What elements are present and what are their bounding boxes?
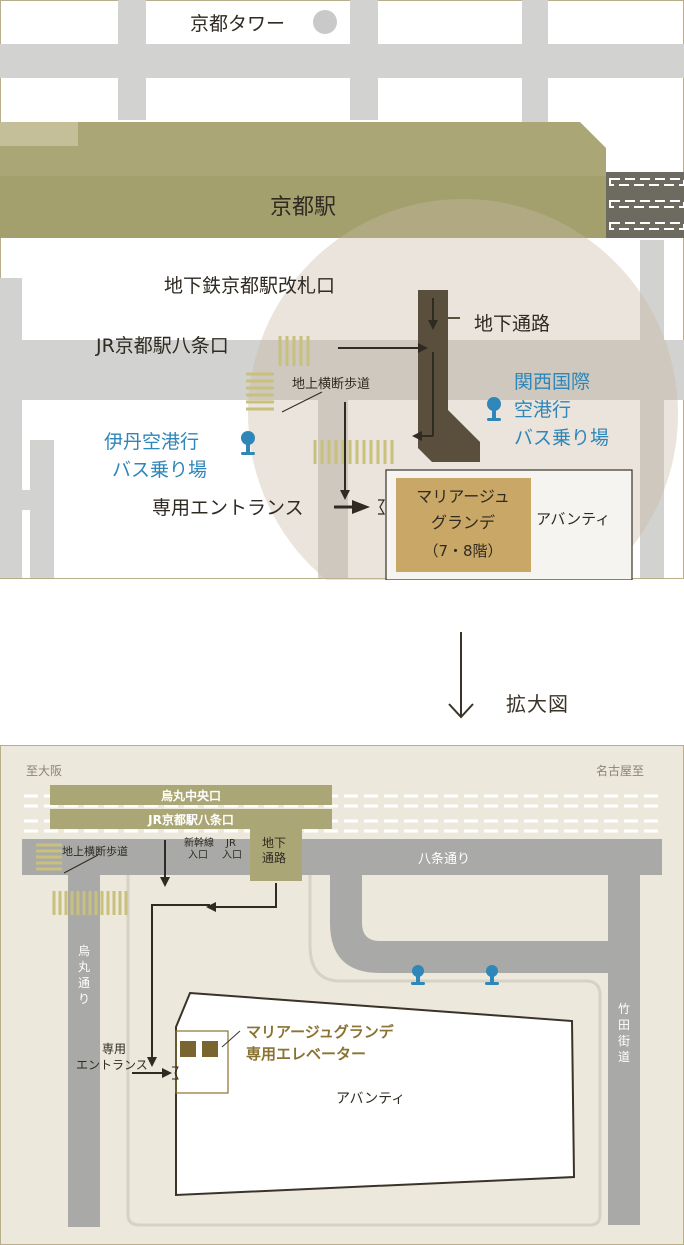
kyoto-station-label: 京都駅 <box>270 195 336 220</box>
takeda-street-label: 竹田街道 <box>618 1002 630 1064</box>
roads <box>22 839 662 1227</box>
sidewalk <box>126 875 602 1227</box>
to-nagoya-label: 名古屋至 <box>596 763 644 778</box>
route-arrows <box>132 840 277 1074</box>
detail-map: 至大阪 名古屋至 烏丸中央口 JR京都駅八条口 地上横断歩道 新幹線 入口 JR… <box>0 745 684 1245</box>
private-entrance-label-1: 専用 <box>102 1042 126 1056</box>
kyoto-tower-icon <box>313 10 337 34</box>
venue-label-1: マリアージュ <box>416 487 510 506</box>
shinkansen-entrance-label-1: 新幹線 <box>184 836 214 849</box>
to-osaka-label: 至大阪 <box>26 764 62 778</box>
jr-hachijo-exit-label: JR京都駅八条口 <box>147 812 234 827</box>
venue-label-3: （7・8階） <box>423 542 502 560</box>
elevator-label-2: 専用エレベーター <box>246 1045 366 1063</box>
elevator-box <box>175 1030 229 1094</box>
crosswalk-label: 地上横断歩道 <box>292 377 370 392</box>
private-entrance-label: 専用エントランス <box>152 497 304 519</box>
route-arrows <box>338 298 434 494</box>
kyoto-station-building <box>0 122 78 146</box>
crosswalks <box>246 336 394 464</box>
underground-block <box>250 829 302 881</box>
karasuma-street-text: 烏丸通り <box>78 944 90 1006</box>
karasuma-exit-bar <box>50 785 332 805</box>
underground-passage-label: 地下通路 <box>474 313 550 335</box>
jr-entrance-label-2: 入口 <box>222 850 242 861</box>
avanti-building <box>175 991 576 1197</box>
zoom-label: 拡大図 <box>506 692 569 716</box>
jr-hachijo-bar <box>50 809 332 829</box>
private-entrance-label-2: エントランス <box>76 1058 148 1072</box>
takeda-street-text: 竹田街道 <box>618 1002 630 1064</box>
karasuma-exit-label: 烏丸中央口 <box>161 788 221 803</box>
venue-box <box>396 478 531 572</box>
bus-stop-icon <box>485 965 499 985</box>
itami-bus-label-2: バス乗り場 <box>112 459 207 481</box>
crosswalks <box>36 843 128 915</box>
kyoto-tower-label: 京都タワー <box>190 13 285 35</box>
shinkansen-entrance-label-2: 入口 <box>188 850 208 861</box>
elevator-icon <box>202 1041 218 1057</box>
karasuma-street-label: 烏丸通り <box>78 944 90 1006</box>
kansai-bus-label-2: 空港行 <box>514 399 571 421</box>
kansai-bus-label-1: 関西国際 <box>514 371 590 393</box>
itami-bus-label-1: 伊丹空港行 <box>104 431 199 453</box>
elevator-label-1: マリアージュグランデ <box>246 1023 395 1041</box>
underground-label-1: 地下 <box>262 836 286 850</box>
crosswalk-label: 地上横断歩道 <box>62 844 128 858</box>
avanti-label: アバンティ <box>336 1091 405 1107</box>
avanti-label: アバンティ <box>536 510 610 528</box>
subway-gate-label: 地下鉄京都駅改札口 <box>164 275 335 297</box>
zoom-arrow-area <box>448 632 474 719</box>
elevator-icon <box>180 1041 196 1057</box>
down-arrow-icon <box>448 632 474 719</box>
jr-hachijo-exit-label: JR京都駅八条口 <box>95 335 229 357</box>
underground-label-2: 通路 <box>262 850 286 865</box>
bus-stop-icon <box>487 397 501 421</box>
bus-stop-icon <box>241 431 255 455</box>
roads <box>0 0 684 578</box>
rail-tracks <box>605 172 684 238</box>
bus-stop-icon <box>411 965 425 985</box>
kansai-bus-label-3: バス乗り場 <box>514 427 609 449</box>
jr-entrance-label-1: JR <box>225 838 236 849</box>
hachijo-street-label: 八条通り <box>418 851 470 867</box>
venue-label-2: グランデ <box>431 513 495 532</box>
overview-map: 京都タワー 京都駅 地下鉄京都駅改札口 地下通路 JR京都駅八条口 地上横断歩道… <box>0 0 684 580</box>
